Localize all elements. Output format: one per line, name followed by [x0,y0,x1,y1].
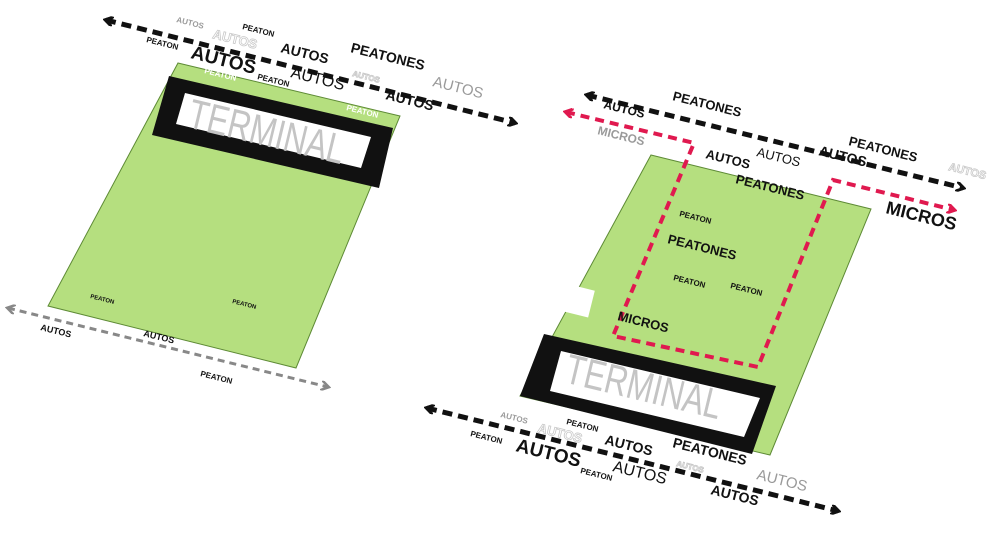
label: AUTOS [500,410,530,426]
left-top-arrow [106,20,515,123]
label: PEATON [90,294,115,306]
label: AUTOS [704,146,752,172]
label: AUTOS [431,73,485,102]
label: AUTOS [947,161,987,182]
label: AUTOS [289,64,346,94]
left-site: TERMINAL AUTOS PEATON PEATON AUTOS AUTOS… [8,15,515,387]
right-bottom-arrow [427,408,838,511]
micros-route [566,112,954,370]
label: PEATON [232,299,257,311]
label: AUTOS [611,458,668,488]
left-bottom-arrow [8,308,328,387]
label: PEATON [580,466,614,483]
right-site: PLAZA TERMINAL PEATONES AUTOS MICROS AUT… [427,0,988,511]
label: PEATONES [671,88,743,120]
label: AUTOS [384,86,435,113]
label: AUTOS [40,322,73,339]
label: AUTOS [176,15,206,31]
label: PEATON [470,429,504,446]
label: PEATONES [349,39,426,73]
label: AUTOS [279,39,330,66]
label: AUTOS [709,481,760,508]
label: AUTOS [755,466,809,495]
label: PEATON [200,369,234,386]
label: AUTOS [603,431,654,458]
